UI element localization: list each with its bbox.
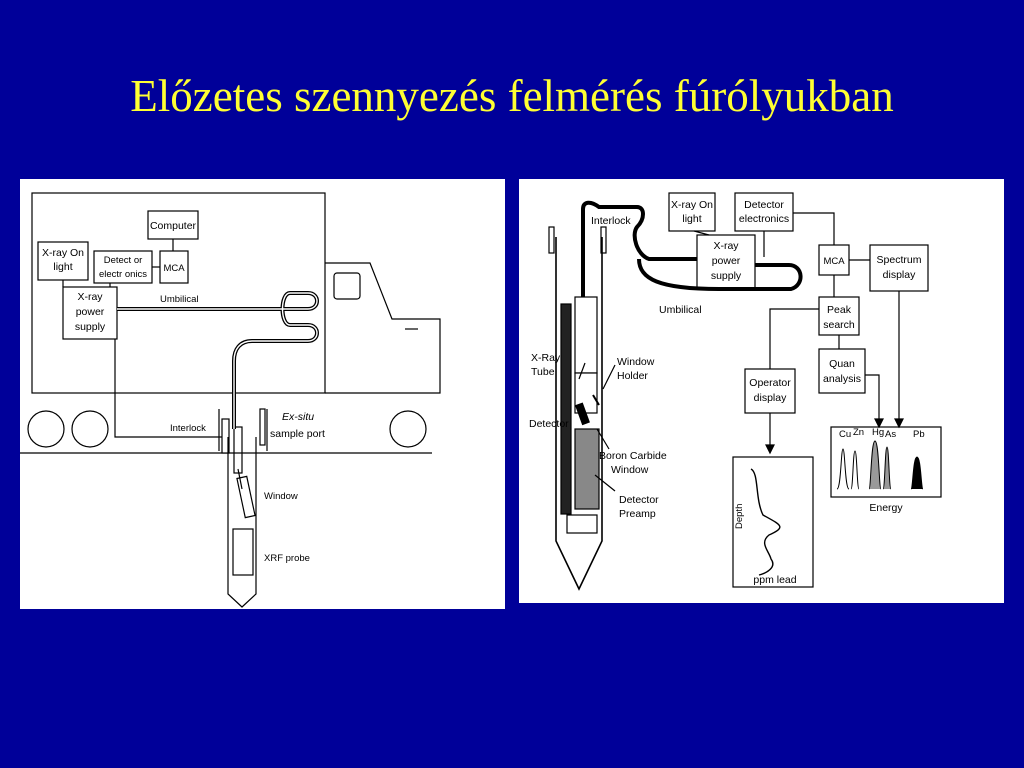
detector-preamp-box (574, 428, 600, 510)
depth-plot (732, 456, 814, 588)
xray-on-light-label-2: light (682, 213, 701, 225)
element-label-as: As (885, 429, 896, 440)
xray-tube-box (574, 296, 598, 374)
interlock-line (114, 339, 225, 438)
probe-side-shield (560, 303, 572, 515)
depth-axis-label: Depth (734, 504, 745, 529)
depth-profile-curve (750, 468, 781, 576)
detector-electronics-label-1: Detect or (104, 255, 143, 266)
probe-dataflow-diagram: Interlock X-ray On light Detector electr… (529, 192, 942, 591)
element-label-zn: Zn (853, 427, 864, 438)
probe-dataflow-diagram-panel: Interlock X-ray On light Detector electr… (519, 179, 1004, 603)
xray-on-light-label-1: X-ray On (671, 199, 713, 211)
xray-power-supply-label-3: supply (711, 270, 742, 282)
truck-xrf-diagram-panel: Computer X-ray On light Detect or electr… (20, 179, 505, 609)
quan-analysis-box (818, 348, 866, 394)
xray-on-light-label-1: X-ray On (42, 247, 84, 259)
detector-electronics-label-2: electronics (739, 213, 789, 225)
spectrum-display-label-2: display (883, 269, 916, 281)
wheel-1 (27, 410, 65, 448)
boron-carbide-window-label-1: Boron Carbide (599, 450, 667, 462)
xray-on-light-label-2: light (53, 261, 72, 273)
element-label-pb: Pb (913, 429, 925, 440)
spectrum-plot (830, 426, 942, 498)
detector-electronics-label-1: Detector (744, 199, 784, 211)
peak-search-label-2: search (823, 319, 855, 331)
detector-element (574, 402, 590, 426)
window-label: Window (264, 491, 298, 502)
umbilical-label: Umbilical (659, 304, 702, 316)
element-label-hg: Hg (872, 427, 884, 438)
detector-label: Detector (529, 418, 569, 430)
probe-body (555, 237, 603, 591)
xray-power-supply-label-3: supply (75, 321, 106, 333)
spectrum-display-label-1: Spectrum (877, 254, 922, 266)
operator-display-label-1: Operator (749, 377, 791, 389)
peak-search-label-1: Peak (827, 304, 852, 316)
detector-preamp-label-1: Detector (619, 494, 659, 506)
truck-cab (325, 262, 441, 394)
window-holder-label-2: Holder (617, 370, 648, 382)
xrf-probe-label: XRF probe (264, 553, 310, 564)
sample-port-label: sample port (270, 428, 325, 440)
detector-preamp-label-2: Preamp (619, 508, 656, 520)
spectrum-peaks (836, 440, 924, 490)
cab-window (333, 272, 361, 300)
operator-display-box (744, 368, 796, 414)
mca-label: MCA (823, 256, 845, 267)
xray-tube-label-2: Tube (531, 366, 555, 378)
interlock-label: Interlock (170, 423, 206, 434)
quan-analysis-label-1: Quan (829, 358, 855, 370)
truck-body (31, 192, 326, 394)
element-label-cu: Cu (839, 429, 851, 440)
boron-carbide-window-label-2: Window (611, 464, 649, 476)
computer-label: Computer (150, 220, 197, 232)
interlock-label: Interlock (591, 215, 631, 227)
umbilical-cable (117, 291, 319, 429)
ppm-lead-label: ppm lead (753, 574, 796, 586)
xray-power-supply-label-1: X-ray (713, 240, 739, 252)
umbilical-cable (581, 200, 697, 297)
wheel-2 (71, 410, 109, 448)
slide-title: Előzetes szennyezés felmérés fúrólyukban (130, 71, 894, 121)
ex-situ-label: Ex-situ (282, 411, 314, 423)
mca-label: MCA (163, 263, 185, 274)
quan-analysis-label-2: analysis (823, 373, 861, 385)
window-holder-label-1: Window (617, 356, 655, 368)
wheel-3 (389, 410, 427, 448)
spectrum-display-box (869, 244, 929, 292)
xray-power-supply-label-1: X-ray (77, 291, 103, 303)
detector-electronics-label-2: electr onics (99, 269, 147, 280)
xray-on-light-box (668, 192, 716, 232)
xray-power-supply-box (62, 286, 118, 340)
operator-display-label-2: display (754, 392, 787, 404)
xray-tube-label-1: X-Ray (531, 352, 561, 364)
probe-window (236, 475, 256, 519)
xray-power-supply-label-2: power (76, 306, 105, 318)
xray-power-supply-label-2: power (712, 255, 741, 267)
energy-label: Energy (869, 502, 903, 514)
umbilical-label: Umbilical (160, 294, 199, 305)
xrf-probe-body (227, 437, 257, 608)
truck-xrf-diagram: Computer X-ray On light Detect or electr… (20, 192, 441, 608)
